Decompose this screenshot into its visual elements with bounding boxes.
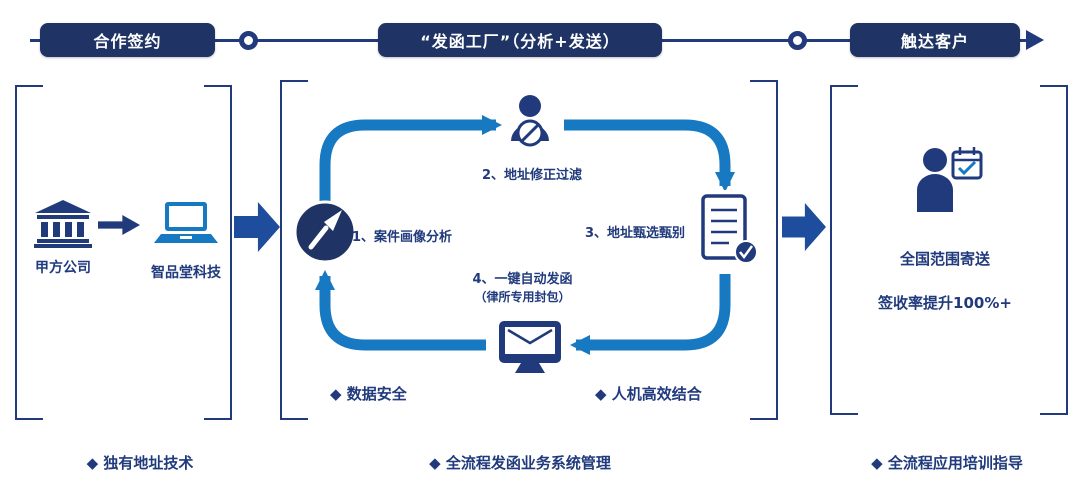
step-4-label: 4、一键自动发函 （律所专用封包） [445, 271, 600, 306]
bank-icon [34, 200, 92, 248]
stage-pill-letter-factory: “发函工厂”（分析+发送） [378, 23, 662, 57]
panel-frame-center [280, 80, 778, 420]
person-calendar-icon [917, 147, 983, 212]
bullet-training-guidance: ◆ 全流程应用培训指导 [871, 454, 1023, 472]
timeline-node-icon [788, 31, 807, 50]
loop-arrows-icon [315, 115, 735, 355]
brush-badge-icon [293, 200, 357, 264]
step-4-subtitle: （律所专用封包） [474, 290, 571, 305]
flow-arrow-icon [234, 202, 280, 252]
process-loop [293, 92, 758, 378]
step-3-label: 3、地址甄选甄别 [585, 226, 686, 241]
panel-frame-right [830, 85, 1068, 415]
step-2-label: 2、地址修正过滤 [481, 168, 583, 183]
panel-frame-left [15, 85, 232, 420]
company-label: 智品堂科技 [151, 265, 221, 281]
sign-rate-label: 签收率提升100%+ [878, 294, 1012, 312]
feature-data-security: ◆ 数据安全 [330, 385, 407, 403]
nationwide-delivery-label: 全国范围寄送 [899, 250, 990, 268]
bullet-system-management: ◆ 全流程发函业务系统管理 [429, 454, 611, 472]
laptop-icon [154, 202, 218, 243]
bullet-address-tech: ◆ 独有地址技术 [86, 454, 194, 472]
feature-human-machine: ◆ 人机高效结合 [595, 385, 702, 403]
party-label: 甲方公司 [35, 260, 91, 276]
timeline-node-icon [239, 31, 258, 50]
timeline-arrowhead-icon [1026, 30, 1044, 50]
monitor-icon [494, 318, 566, 378]
step-4-title: 4、一键自动发函 [472, 272, 573, 287]
flow-arrow-icon [782, 203, 826, 251]
stage-pill-signing: 合作签约 [40, 23, 215, 57]
person-filter-icon [502, 92, 558, 154]
stage-pill-reach-customer: 触达客户 [850, 23, 1020, 57]
document-check-icon [697, 190, 758, 272]
step-1-label: 1、案件画像分析 [352, 230, 453, 245]
